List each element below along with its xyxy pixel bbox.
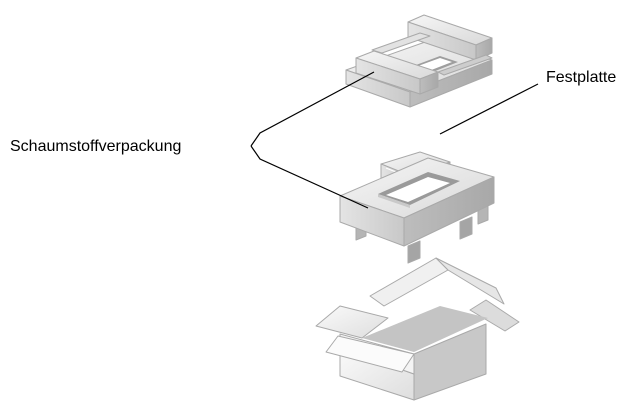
foam-leader-bottom xyxy=(250,145,369,209)
drive-leader xyxy=(439,83,539,135)
top-foam-insert xyxy=(345,14,493,108)
foam-leader-top xyxy=(250,71,375,147)
bottom-foam-insert xyxy=(339,157,495,264)
foam-packaging-label: Schaumstoffverpackung xyxy=(10,138,181,155)
open-box xyxy=(315,257,520,401)
hard-drive-label: Festplatte xyxy=(546,69,616,86)
leader-lines xyxy=(250,71,539,209)
